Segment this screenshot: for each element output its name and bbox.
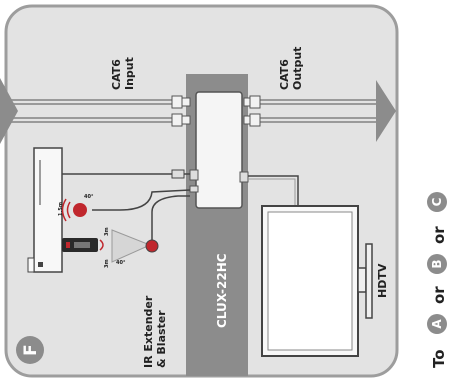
ir-extender-label: IR Extender & Blaster xyxy=(142,295,168,368)
output-arrow-icon xyxy=(376,80,396,142)
svg-text:& Blaster: & Blaster xyxy=(155,310,168,368)
remote-control-icon xyxy=(62,238,104,252)
destination-label: To A or B or C xyxy=(427,192,448,368)
device-ports xyxy=(189,169,249,193)
ir-receiver-icon xyxy=(61,198,87,222)
destination-badge-c xyxy=(427,192,447,212)
svg-text:Output: Output xyxy=(291,47,304,90)
output-hdmi-cable xyxy=(248,175,299,208)
ir-far-range-label-2: 3m xyxy=(104,259,110,268)
ir-blaster-cable xyxy=(151,195,190,240)
ir-far-range-label-1: 3m xyxy=(104,227,110,236)
hdtv-icon xyxy=(261,205,373,357)
svg-text:CAT6: CAT6 xyxy=(110,59,123,90)
destination-or-2: or xyxy=(430,226,448,244)
cat6-output-label: CAT6 Output xyxy=(278,47,304,90)
ir-receiver-cable xyxy=(92,189,191,211)
svg-text:A: A xyxy=(430,319,444,329)
rj45-connector-icon xyxy=(171,95,261,127)
cat6-output-cables xyxy=(260,99,378,123)
svg-text:B: B xyxy=(430,259,444,268)
ir-near-range-label: 1.5m xyxy=(58,202,64,216)
svg-text:IR Extender: IR Extender xyxy=(142,295,155,368)
ir-angle-1-label: 40° xyxy=(84,194,94,200)
svg-text:Input: Input xyxy=(123,57,136,90)
cat6-input-label: CAT6 Input xyxy=(110,57,136,90)
destination-badge-a xyxy=(427,314,447,334)
destination-badge-b xyxy=(427,254,447,274)
panel-letter-badge xyxy=(16,336,44,364)
device-name-label: CLUX-22HC xyxy=(215,253,229,328)
svg-text:C: C xyxy=(430,197,444,206)
ir-angle-2-label: 40° xyxy=(116,260,126,266)
cat6-input-cables xyxy=(0,99,174,123)
hdtv-label: HDTV xyxy=(376,263,389,298)
panel-letter: F xyxy=(21,344,41,356)
destination-to: To xyxy=(430,349,448,368)
ir-blaster-cone xyxy=(111,229,152,263)
destination-or-1: or xyxy=(430,286,448,304)
clux-22hc-device xyxy=(195,91,243,209)
input-arrow-icon xyxy=(0,78,18,144)
hdmi-plug-icon xyxy=(171,169,185,179)
ir-blaster-icon xyxy=(145,239,159,253)
svg-text:CAT6: CAT6 xyxy=(278,59,291,90)
